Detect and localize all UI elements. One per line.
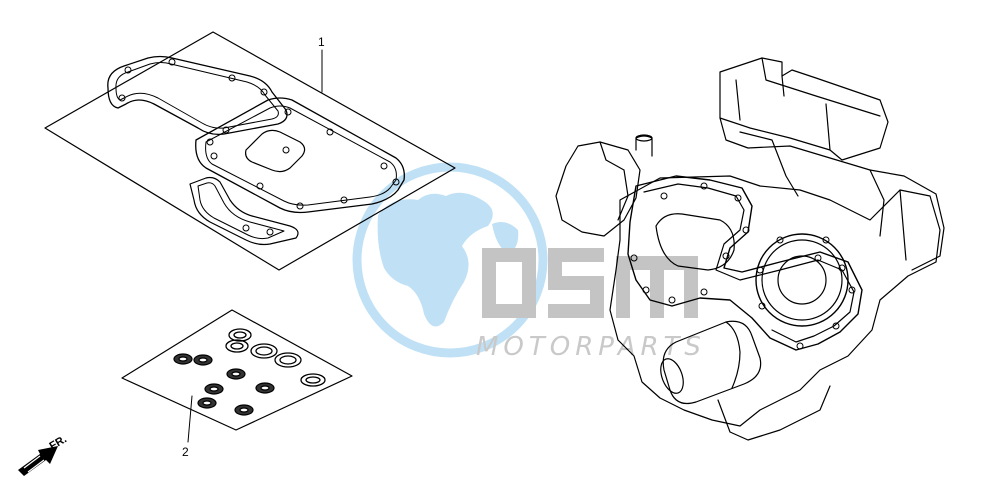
gasket-cover-left: [107, 55, 288, 136]
gasket-bottom: [189, 176, 299, 246]
callout-2-label: 2: [182, 445, 189, 459]
gasket-oil-pan: [195, 97, 405, 214]
crankcase-gasket-outline: [627, 175, 863, 351]
callout-2-leader: [187, 395, 193, 443]
callout-1-label: 1: [318, 35, 325, 49]
watermark: MOTORPARTS: [352, 162, 706, 362]
watermark-logo: [482, 248, 698, 318]
front-label: FR.: [48, 433, 69, 452]
globe-logo: [352, 162, 548, 358]
watermark-subtitle: MOTORPARTS: [476, 332, 706, 362]
bolt-holes: [118, 58, 400, 236]
gasket-inner-cover: [245, 129, 306, 173]
o-rings: [225, 328, 326, 387]
seals: [173, 353, 275, 416]
engine-illustration: [555, 57, 945, 441]
o-ring-kit-sheet: [121, 309, 353, 443]
gasket-kit-a-sheet: [44, 31, 456, 271]
front-arrow-icon: [18, 446, 58, 476]
